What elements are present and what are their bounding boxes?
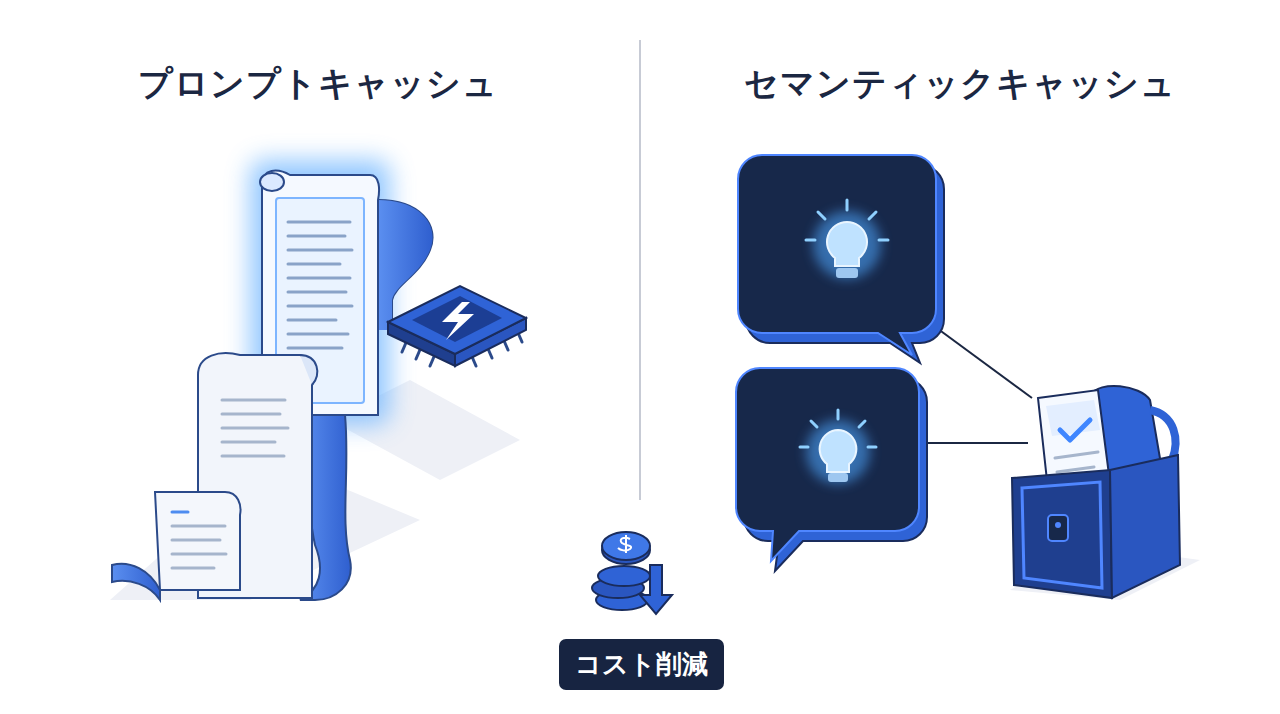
- badge-text: コスト削減: [575, 647, 708, 682]
- query-bubble: [736, 368, 927, 571]
- cache-chest: [1010, 386, 1200, 600]
- divider-line: [639, 40, 641, 500]
- query-bubble: [738, 155, 944, 363]
- cache-chip: [388, 286, 526, 366]
- cost-badge: コスト削減: [559, 639, 724, 690]
- prompt-scroll-small: [112, 492, 240, 600]
- section-heading: プロンプトキャッシュ: [138, 61, 498, 107]
- cost-coins-icon: [592, 532, 672, 614]
- section-heading: セマンティックキャッシュ: [744, 61, 1176, 107]
